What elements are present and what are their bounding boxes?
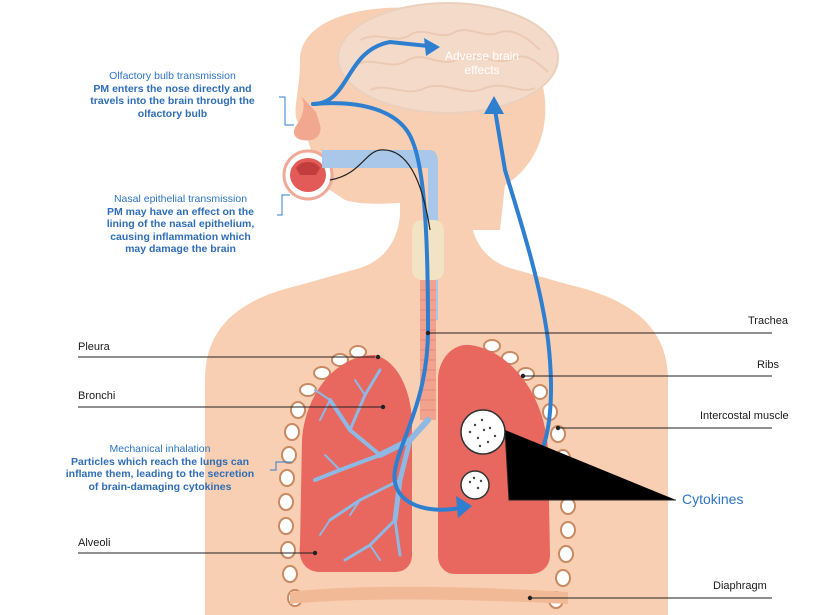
label-pleura: Pleura (78, 341, 110, 353)
label-alveoli: Alveoli (78, 537, 110, 549)
label-cytokines: Cytokines (682, 491, 743, 507)
olfactory-line: travels into the brain through the (70, 95, 275, 108)
label-bronchi: Bronchi (78, 390, 115, 402)
brain-effects-label: Adverse brain effects (432, 49, 532, 77)
brain-effects-text: Adverse brain effects (445, 49, 519, 77)
nasal-line: causing inflammation which (88, 231, 273, 244)
nasal-line: may damage the brain (88, 243, 273, 256)
olfactory-line: olfactory bulb (70, 108, 275, 121)
mechanical-line: of brain-damaging cytokines (55, 481, 265, 494)
nasal-line: PM may have an effect on the (88, 206, 273, 219)
label-diaphragm: Diaphragm (713, 580, 767, 592)
mechanical-annotation: Mechanical inhalation Particles which re… (55, 443, 265, 493)
label-ribs: Ribs (757, 359, 779, 371)
mechanical-line: Particles which reach the lungs can (55, 456, 265, 469)
olfactory-line: PM enters the nose directly and (70, 83, 275, 96)
nasal-line: lining of the nasal epithelium, (88, 218, 273, 231)
label-intercostal: Intercostal muscle (700, 410, 789, 422)
nasal-annotation: Nasal epithelial transmission PM may hav… (88, 193, 273, 256)
olfactory-title: Olfactory bulb transmission (70, 70, 275, 83)
olfactory-annotation: Olfactory bulb transmission PM enters th… (70, 70, 275, 120)
nasal-title: Nasal epithelial transmission (88, 193, 273, 206)
mechanical-title: Mechanical inhalation (55, 443, 265, 456)
mechanical-line: inflame them, leading to the secretion (55, 468, 265, 481)
label-trachea: Trachea (748, 315, 788, 327)
